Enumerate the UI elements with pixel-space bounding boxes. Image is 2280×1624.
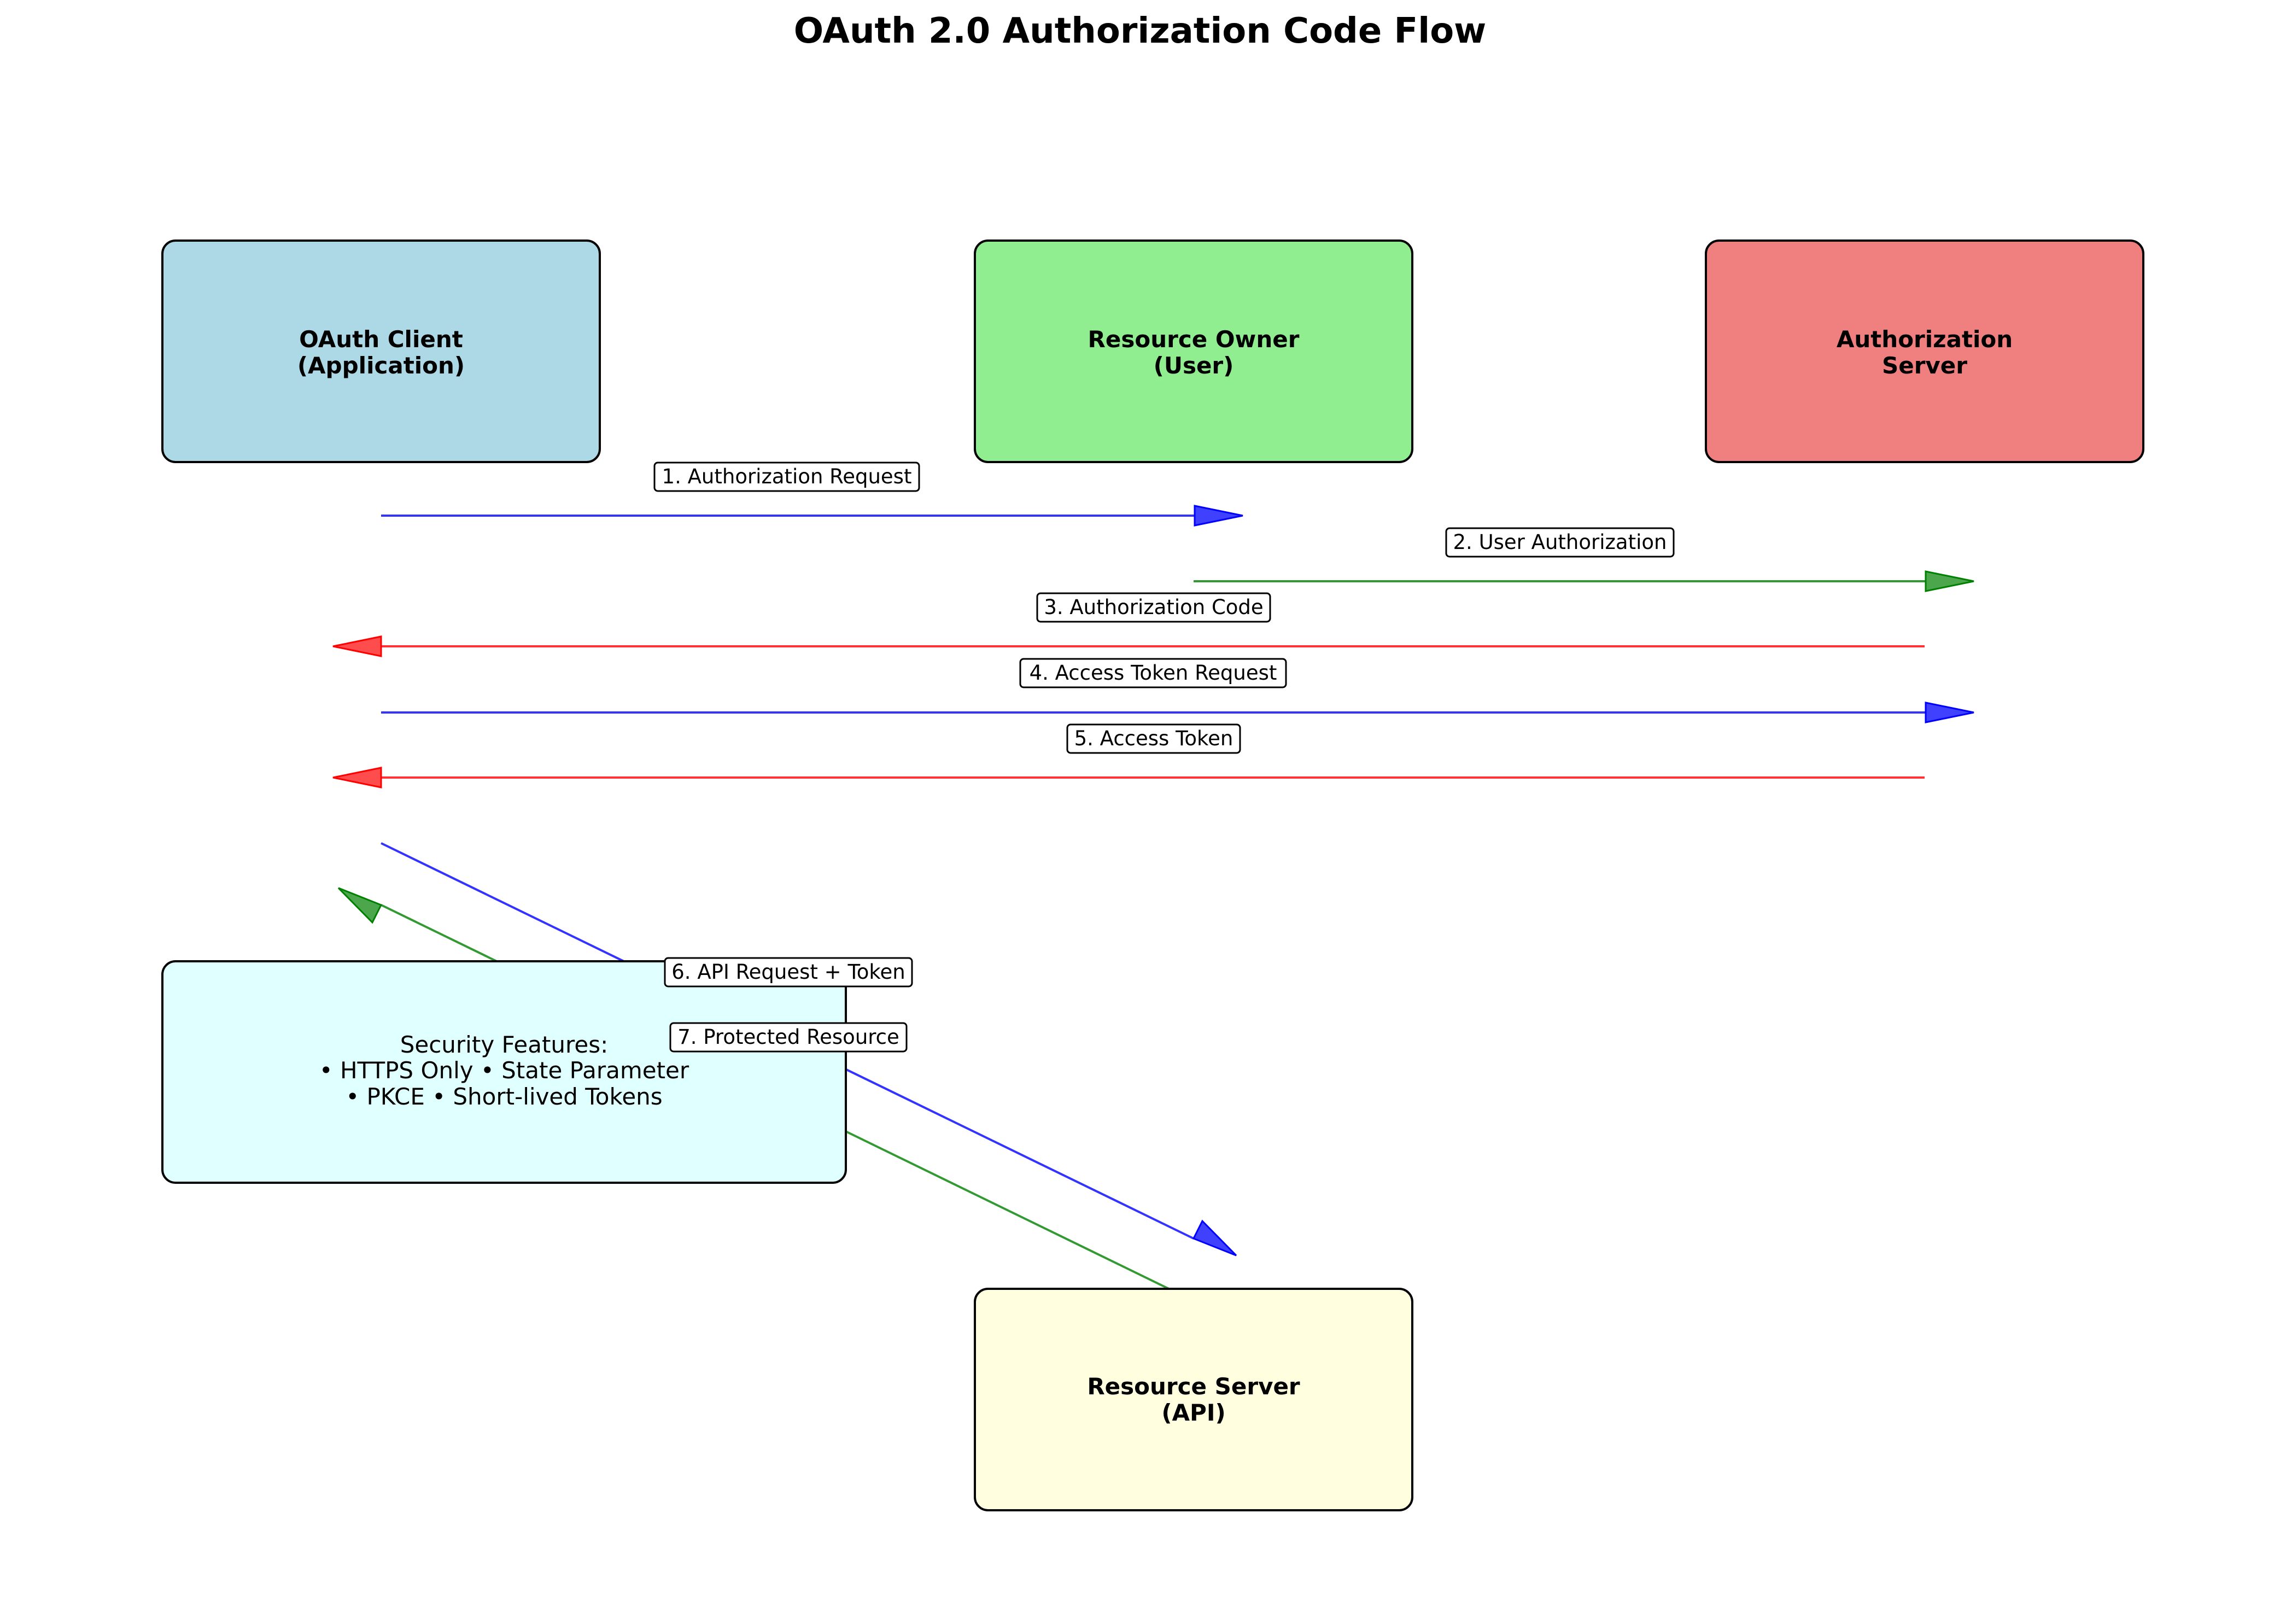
resource-server-box-shape (974, 1288, 1413, 1511)
arrow-2-head (1925, 570, 1974, 592)
step-label-6-text: 6. API Request + Token (671, 960, 905, 984)
resource-server-label: Resource Server (1087, 1373, 1300, 1400)
step-label-1-text: 1. Authorization Request (662, 465, 912, 488)
step-label-4-box (1019, 658, 1287, 688)
step-label-7-box (669, 1022, 908, 1053)
step-label-3: 3. Authorization Code (1036, 592, 1271, 623)
resource-server-box: Resource Server (API) (974, 1288, 1413, 1511)
diagram-title: OAuth 2.0 Authorization Code Flow (794, 11, 1487, 51)
arrow-4-access-token-request (381, 702, 1974, 723)
step-label-6: 6. API Request + Token (664, 957, 913, 988)
resource-owner-sublabel: (User) (1154, 352, 1234, 379)
oauth-client-sublabel: (Application) (297, 352, 465, 379)
oauth-client-box-shape (161, 239, 601, 463)
authorization-server-sublabel: Server (1882, 352, 1967, 379)
step-label-5: 5. Access Token (1066, 723, 1241, 754)
step-label-2-text: 2. User Authorization (1453, 530, 1667, 554)
security-features-heading: Security Features: (400, 1031, 609, 1058)
arrow-3-authorization-code (332, 635, 1925, 657)
oauth-client-label: OAuth Client (299, 326, 463, 353)
security-features-box-shape (161, 960, 847, 1184)
step-label-1: 1. Authorization Request (653, 462, 920, 492)
arrow-2-user-authorization (1194, 570, 1974, 592)
step-label-2: 2. User Authorization (1445, 527, 1675, 558)
arrow-5-head (332, 767, 382, 788)
step-label-7-text: 7. Protected Resource (677, 1025, 899, 1049)
step-label-1-box (653, 462, 920, 492)
step-label-5-text: 5. Access Token (1074, 727, 1233, 750)
resource-owner-box: Resource Owner (User) (974, 239, 1413, 463)
arrow-1-head (1194, 505, 1243, 527)
arrow-5-access-token (332, 767, 1925, 788)
authorization-server-box-shape (1705, 239, 2144, 463)
arrow-3-head (332, 635, 382, 657)
step-label-4-text: 4. Access Token Request (1030, 661, 1277, 685)
security-features-line-2: • PKCE • Short-lived Tokens (346, 1083, 662, 1110)
arrow-4-head (1925, 702, 1974, 723)
step-label-6-box (664, 957, 913, 988)
security-features-note: Security Features: • HTTPS Only • State … (161, 960, 847, 1184)
security-features-line-1: • HTTPS Only • State Parameter (319, 1057, 689, 1084)
resource-owner-box-shape (974, 239, 1413, 463)
oauth-client-box: OAuth Client (Application) (161, 239, 601, 463)
step-label-3-text: 3. Authorization Code (1044, 595, 1263, 619)
arrow-1-authorization-request (381, 505, 1243, 527)
step-label-7: 7. Protected Resource (669, 1022, 908, 1053)
step-label-3-box (1036, 592, 1271, 623)
step-label-4: 4. Access Token Request (1019, 658, 1287, 688)
arrow-6-head (1192, 1219, 1237, 1257)
step-label-5-box (1066, 723, 1241, 754)
authorization-server-box: Authorization Server (1705, 239, 2144, 463)
resource-owner-label: Resource Owner (1088, 326, 1300, 353)
resource-server-sublabel: (API) (1161, 1399, 1225, 1426)
arrow-7-head (337, 887, 383, 924)
step-label-2-box (1445, 527, 1675, 558)
authorization-server-label: Authorization (1837, 326, 2013, 353)
